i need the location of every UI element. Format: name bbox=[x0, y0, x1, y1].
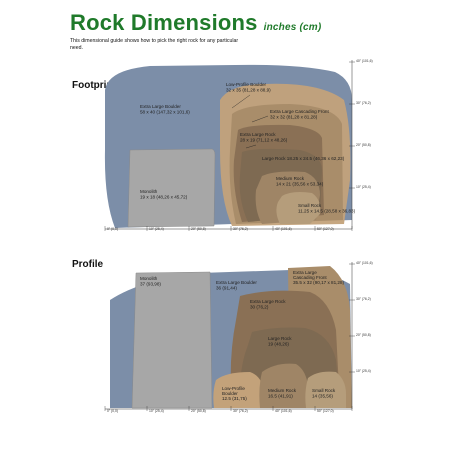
fp-ytick-0: 40" (101,6) bbox=[356, 59, 373, 63]
fp-xtick-1: 10" (25,4) bbox=[149, 227, 164, 231]
pr-y-ticks: 40" (101,6) 30" (76,2) 20" (50,8) 10" (2… bbox=[349, 261, 373, 373]
footprint-small-rock bbox=[276, 192, 321, 224]
pr-ytick-2: 20" (50,8) bbox=[356, 333, 371, 337]
page-subtitle: This dimensional guide shows how to pick… bbox=[70, 38, 239, 51]
fp-ytick-2: 20" (50,8) bbox=[356, 143, 371, 147]
label-fp-xl-cascading-front: Extra Large Cascading Front 32 x 32 (81,… bbox=[270, 109, 330, 120]
pr-xtick-5: 50" (127,0) bbox=[317, 409, 334, 413]
fp-xtick-5: 50" (127,0) bbox=[317, 227, 334, 231]
profile-diagram: Monolith 37 (93,98) Extra Large Boulder … bbox=[104, 261, 373, 413]
pr-xtick-2: 20" (50,8) bbox=[191, 409, 206, 413]
label-fp-low-profile-boulder: Low-Profile Boulder 32 x 35 (81,28 x 88,… bbox=[226, 82, 271, 93]
label-pr-large-rock: Large Rock 19 (48,26) bbox=[268, 336, 293, 347]
label-pr-xl-cascading-front: Extra Large Cascading Front 35.5 x 32 (9… bbox=[293, 270, 345, 285]
profile-small-rock bbox=[305, 371, 346, 408]
pr-xtick-3: 30" (76,2) bbox=[233, 409, 248, 413]
label-pr-medium-rock: Medium Rock 16.5 (41,91) bbox=[268, 388, 297, 399]
label-pr-xl-rock: Extra Large Rock 30 (76,2) bbox=[250, 299, 287, 310]
pr-xtick-1: 10" (25,4) bbox=[149, 409, 164, 413]
label-fp-xl-boulder: Extra Large Boulder 58 x 40 (147,32 x 10… bbox=[140, 104, 190, 115]
page-title: Rock Dimensions inches (cm) bbox=[70, 10, 321, 36]
label-fp-large-rock: Large Rock 18.25 x 24.5 (46,36 x 62,23) bbox=[262, 156, 345, 161]
fp-xtick-3: 30" (76,2) bbox=[233, 227, 248, 231]
label-fp-medium-rock: Medium Rock 14 x 21 (35,56 x 53,34) bbox=[276, 176, 324, 187]
fp-ytick-3: 10" (25,4) bbox=[356, 185, 371, 189]
label-pr-monolith: Monolith 37 (93,98) bbox=[140, 276, 161, 287]
label-fp-small-rock: Small Rock 11.25 x 14.5 (28,58 x 36,83) bbox=[298, 203, 356, 214]
pr-ytick-1: 30" (76,2) bbox=[356, 297, 371, 301]
pr-x-ticks: 0" (0,0) 10" (25,4) 20" (50,8) 30" (76,2… bbox=[104, 406, 353, 413]
fp-x-ticks: 0" (0,0) 10" (25,4) 20" (50,8) 30" (76,2… bbox=[104, 226, 353, 231]
profile-heading: Profile bbox=[72, 259, 104, 270]
profile-medium-rock bbox=[259, 363, 308, 408]
fp-xtick-4: 40" (101,6) bbox=[275, 227, 292, 231]
fp-y-ticks: 40" (101,6) 30" (76,2) 20" (50,8) 10" (2… bbox=[349, 59, 373, 189]
fp-ytick-1: 30" (76,2) bbox=[356, 101, 371, 105]
pr-xtick-4: 40" (101,6) bbox=[275, 409, 292, 413]
pr-ytick-0: 40" (101,6) bbox=[356, 261, 373, 265]
pr-xtick-0: 0" (0,0) bbox=[107, 409, 118, 413]
label-pr-low-profile-boulder: Low-Profile Boulder 12.5 (31,75) bbox=[222, 386, 247, 401]
fp-xtick-2: 20" (50,8) bbox=[191, 227, 206, 231]
footprint-heading: Footprint bbox=[72, 80, 116, 91]
footprint-diagram: Extra Large Boulder 58 x 40 (147,32 x 10… bbox=[104, 59, 373, 231]
profile-monolith bbox=[131, 271, 213, 409]
label-fp-xl-rock: Extra Large Rock 28 x 19 (71,12 x 48,26) bbox=[240, 132, 288, 143]
title-text: Rock Dimensions bbox=[70, 10, 258, 35]
label-fp-monolith: Monolith 19 x 18 (48,26 x 45,72) bbox=[140, 189, 188, 200]
label-pr-xl-boulder: Extra Large Boulder 36 (91,44) bbox=[216, 280, 258, 291]
title-units: inches (cm) bbox=[263, 22, 322, 33]
pr-ytick-3: 10" (25,4) bbox=[356, 369, 371, 373]
label-pr-small-rock: Small Rock 14 (35,56) bbox=[312, 388, 337, 399]
profile-low-profile-boulder bbox=[213, 372, 264, 408]
footprint-monolith bbox=[127, 148, 216, 228]
fp-xtick-0: 0" (0,0) bbox=[107, 227, 118, 231]
